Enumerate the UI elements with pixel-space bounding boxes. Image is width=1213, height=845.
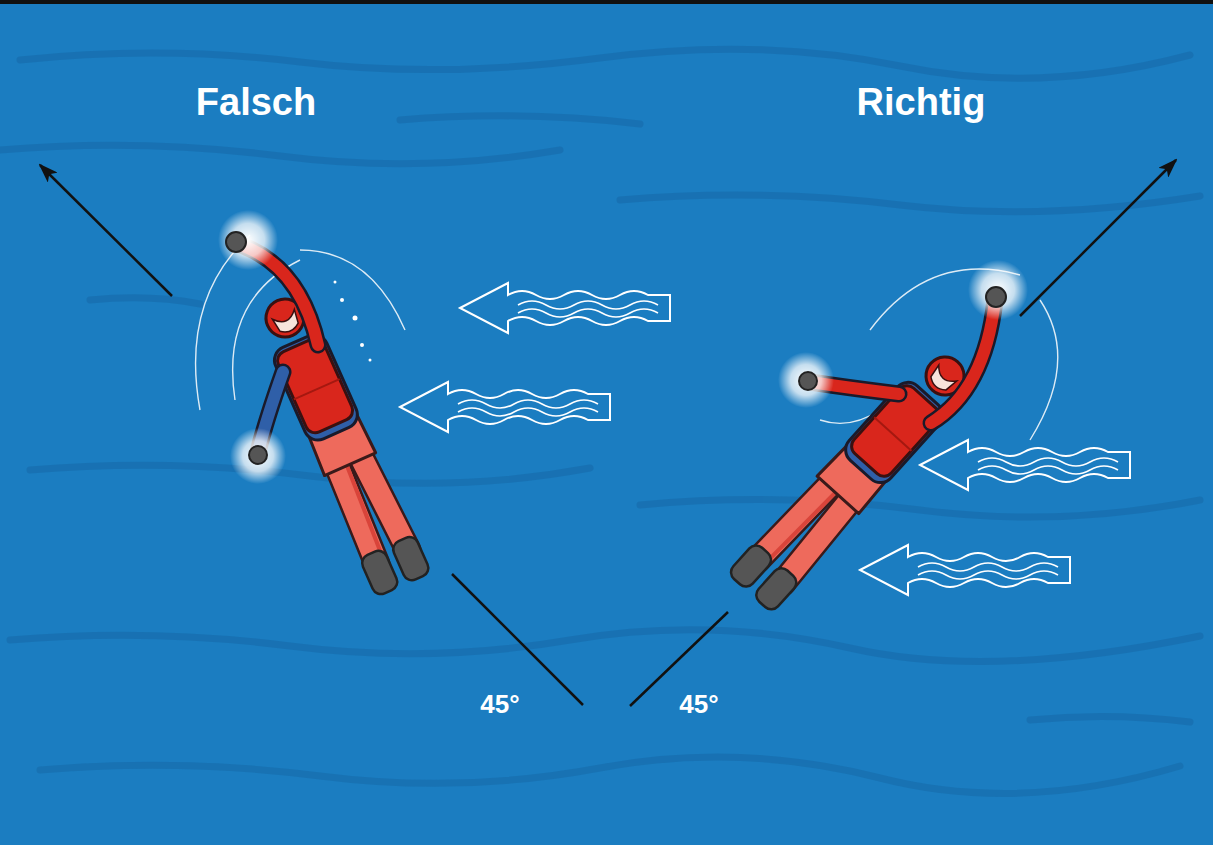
swimmer-arm [931, 300, 995, 423]
water-streak [20, 49, 1190, 78]
glove [226, 232, 246, 252]
water-streak [1030, 716, 1190, 722]
water-streak [10, 630, 1200, 662]
water-streak [640, 500, 1200, 517]
glove [249, 446, 267, 464]
angle-line [452, 574, 583, 705]
swimmer-wrong [218, 210, 431, 597]
current-arrow [860, 545, 1070, 595]
splash [778, 352, 834, 408]
wake-arc [1030, 300, 1058, 440]
angle-label: 45° [480, 691, 519, 717]
top-border [0, 0, 1213, 4]
glove [986, 287, 1006, 307]
current-arrow [400, 382, 610, 432]
water-streak [90, 298, 200, 304]
water-streak [40, 757, 1180, 793]
swimmer-right [727, 260, 1028, 613]
spray [334, 281, 372, 362]
spray-drop [353, 316, 358, 321]
water-streak [400, 116, 640, 124]
water-streak [30, 465, 590, 483]
splash [968, 260, 1028, 320]
swimmer-arm [931, 300, 995, 423]
spray-drop [369, 359, 372, 362]
verdict-label: Falsch [196, 83, 316, 121]
spray-drop [334, 281, 337, 284]
spray-drop [360, 343, 364, 347]
splash [218, 210, 278, 270]
swimmer-body [727, 342, 980, 613]
verdict-label: Richtig [857, 83, 986, 121]
current-arrow [460, 283, 670, 333]
glove [799, 372, 817, 390]
water-streak [620, 195, 1200, 212]
spray-drop [340, 298, 344, 302]
direction-arrow [40, 165, 172, 296]
angle-label: 45° [679, 691, 718, 717]
splash [230, 428, 286, 484]
direction-arrow [1020, 160, 1176, 316]
water-streak [0, 145, 560, 164]
current-arrow [920, 440, 1130, 490]
water-texture [0, 49, 1200, 793]
